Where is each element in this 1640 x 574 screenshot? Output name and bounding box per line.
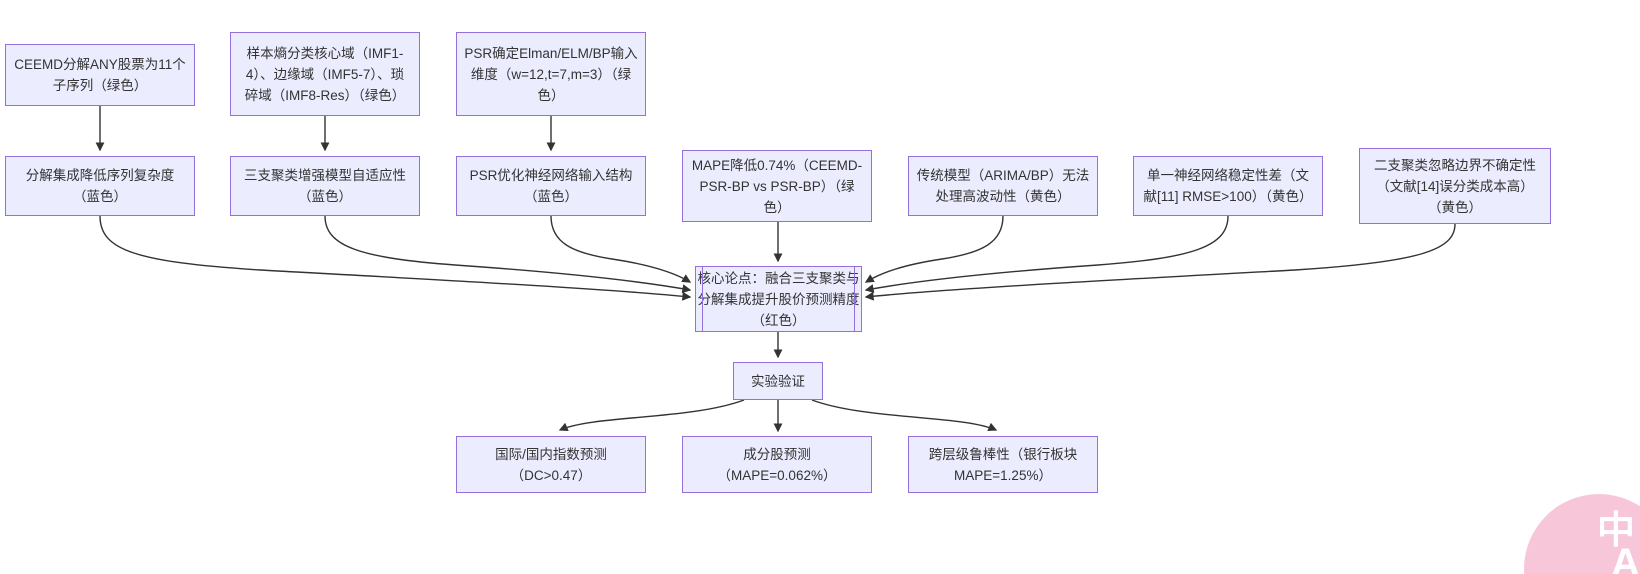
node-text-line: 样本熵分类核心域（IMF1-: [246, 45, 404, 61]
edge-decomp-to-core: [99, 215, 692, 301]
node-single-nn-unstable: 单一神经网络稳定性差（文 献[11] RMSE>100）（黄色）: [1133, 156, 1323, 216]
node-text-line: 4）、边缘域（IMF5-7）、琐: [245, 66, 405, 82]
edge-experiment-to-robustness: [811, 399, 998, 432]
edge-threeway-to-core: [324, 215, 692, 294]
node-text-line: （红色）: [751, 312, 806, 328]
node-text-line: （蓝色）: [298, 189, 352, 204]
node-text-line: 分解集成提升股价预测精度: [697, 291, 860, 307]
node-text-line: （蓝色）: [524, 189, 578, 204]
node-two-way-limit: 二支聚类忽略边界不确定性 （文献[14]误分类成本高） （黄色）: [1359, 148, 1551, 224]
node-text-line: PSR优化神经网络输入结构: [469, 168, 633, 183]
node-text-line: 色）: [763, 199, 791, 215]
node-sample-entropy: 样本熵分类核心域（IMF1- 4）、边缘域（IMF5-7）、琐 碎域（IMF8-…: [230, 32, 420, 116]
node-constituent-forecast: 成分股预测 （MAPE=0.062%）: [682, 436, 872, 493]
node-text-line: 核心论点：融合三支聚类与: [697, 270, 860, 286]
node-text-line: 处理高波动性（黄色）: [935, 189, 1071, 204]
node-traditional-limit: 传统模型（ARIMA/BP）无法 处理高波动性（黄色）: [908, 156, 1098, 216]
node-robustness: 跨层级鲁棒性（银行板块 MAPE=1.25%）: [908, 436, 1098, 493]
edge-twoway-to-core: [864, 223, 1456, 301]
node-text-line: 子序列（绿色）: [52, 78, 148, 93]
node-text-line: 维度（w=12,t=7,m=3）（绿: [470, 66, 632, 82]
translate-badge-en-glyph: A: [1611, 541, 1640, 574]
node-text-line: 献[11] RMSE>100）（黄色）: [1143, 189, 1313, 204]
node-decomp-complexity: 分解集成降低序列复杂度 （蓝色）: [5, 156, 195, 216]
node-text-line: （蓝色）: [73, 189, 127, 204]
node-text-line: MAPE=1.25%）: [954, 467, 1052, 483]
node-text-line: CEEMD分解ANY股票为11个: [14, 57, 186, 72]
node-text-line: 实验验证: [751, 373, 805, 389]
node-text-line: 分解集成降低序列复杂度: [25, 168, 175, 183]
node-experiment: 实验验证: [733, 362, 823, 400]
node-text-line: 三支聚类增强模型自适应性: [244, 168, 406, 183]
node-text-line: PSR确定Elman/ELM/BP输入: [464, 45, 638, 61]
node-text-line: 色）: [537, 87, 565, 103]
edge-singlenn-to-core: [864, 215, 1229, 294]
node-text-line: 二支聚类忽略边界不确定性: [1374, 157, 1536, 173]
node-text-line: （MAPE=0.062%）: [717, 467, 837, 483]
node-index-forecast: 国际/国内指数预测 （DC>0.47）: [456, 436, 646, 493]
node-text-line: 单一神经网络稳定性差（文: [1147, 168, 1309, 183]
edge-traditional-to-core: [864, 215, 1004, 283]
translate-badge-zh-glyph: 中: [1597, 510, 1636, 552]
node-text-line: 跨层级鲁棒性（银行板块: [928, 446, 1078, 462]
node-psr-input: PSR确定Elman/ELM/BP输入 维度（w=12,t=7,m=3）（绿 色…: [456, 32, 646, 116]
node-text-line: MAPE降低0.74%（CEEMD-: [691, 157, 863, 173]
node-text-line: （DC>0.47）: [510, 467, 592, 483]
node-psr-structure: PSR优化神经网络输入结构 （蓝色）: [456, 156, 646, 216]
node-text-line: 成分股预测: [743, 446, 811, 462]
edge-psrstructure-to-core: [550, 215, 692, 283]
node-text-line: 传统模型（ARIMA/BP）无法: [916, 168, 1090, 183]
node-text-line: （文献[14]误分类成本高）: [1376, 178, 1534, 194]
node-text-line: PSR-BP vs PSR-BP）（绿: [699, 178, 855, 194]
node-mape-improve: MAPE降低0.74%（CEEMD- PSR-BP vs PSR-BP）（绿 色…: [682, 150, 872, 222]
node-three-way-adapt: 三支聚类增强模型自适应性 （蓝色）: [230, 156, 420, 216]
node-ceemd: CEEMD分解ANY股票为11个 子序列（绿色）: [5, 44, 195, 106]
node-text-line: 碎域（IMF8-Res）（绿色）: [244, 87, 406, 103]
node-text-line: （黄色）: [1428, 199, 1482, 215]
node-text-line: 国际/国内指数预测: [495, 446, 607, 462]
node-core-thesis: 核心论点：融合三支聚类与 分解集成提升股价预测精度 （红色）: [695, 266, 862, 332]
edge-experiment-to-index: [558, 399, 745, 432]
